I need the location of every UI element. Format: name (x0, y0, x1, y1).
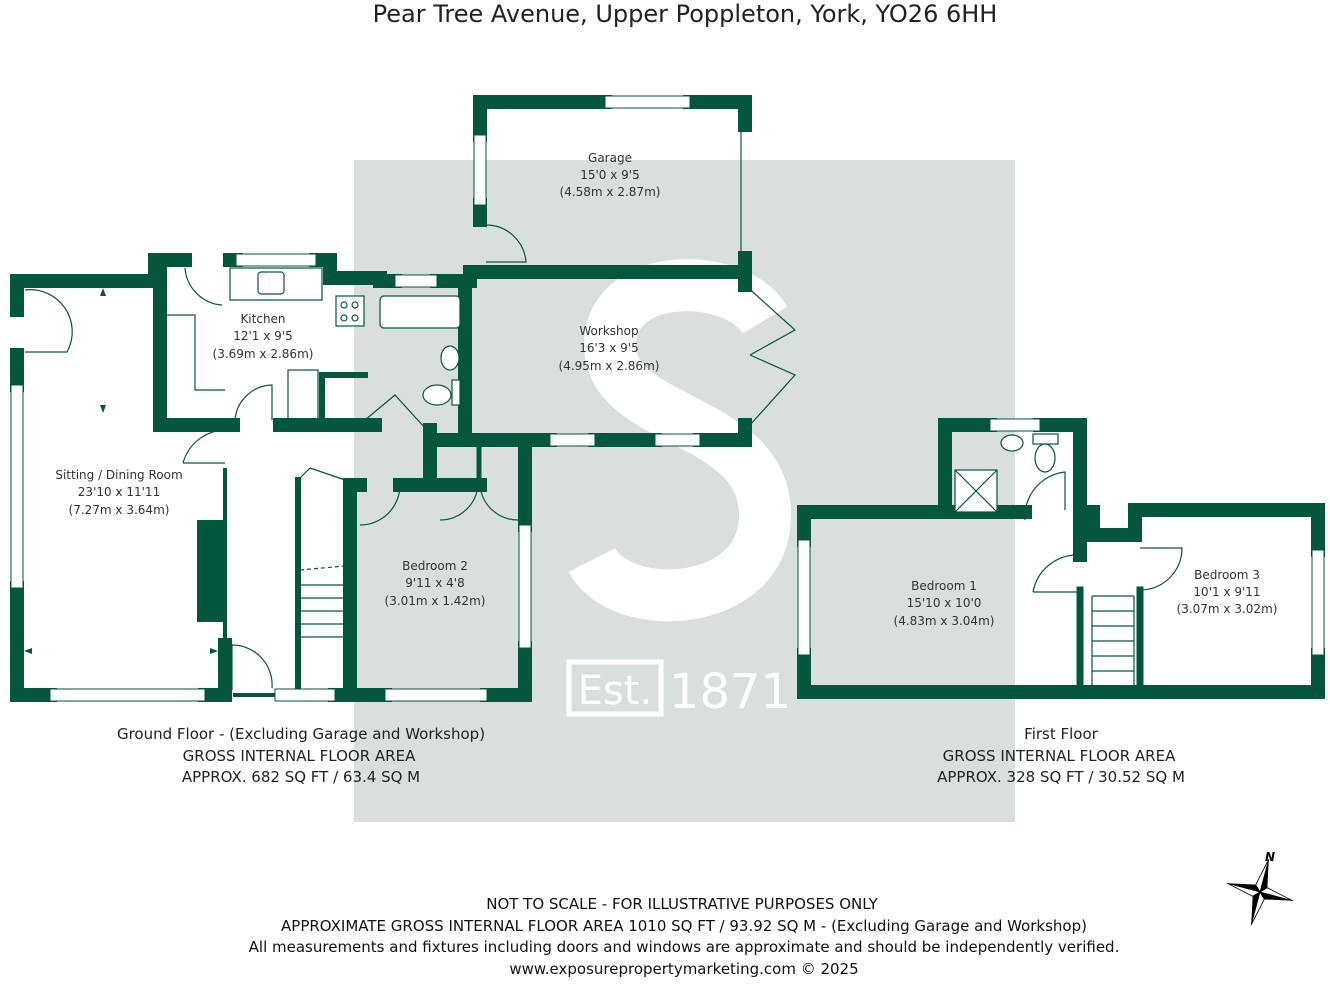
plan-title: Pear Tree Avenue, Upper Poppleton, York,… (373, 0, 998, 28)
room-size-imperial: 15'0 x 9'5 (580, 168, 640, 182)
room-size-metric: (3.69m x 2.86m) (213, 347, 314, 361)
ground-staircase (299, 565, 346, 638)
first-floor-caption: First Floor (1024, 725, 1098, 743)
room-size-metric: (3.01m x 1.42m) (385, 594, 486, 608)
room-size-metric: (7.27m x 3.64m) (69, 503, 170, 517)
footer-line: All measurements and fixtures including … (249, 938, 1120, 956)
first-staircase (1091, 595, 1135, 686)
footer-line: www.exposurepropertymarketing.com © 2025 (509, 960, 858, 978)
room-size-imperial: 23'10 x 11'11 (78, 485, 160, 499)
watermark-est: Est. (578, 668, 653, 714)
room-kitchen: Kitchen 12'1 x 9'5 (3.69m x 2.86m) (213, 312, 314, 361)
footer-notes: NOT TO SCALE - FOR ILLUSTRATIVE PURPOSES… (249, 895, 1120, 978)
room-bedroom-3: Bedroom 3 10'1 x 9'11 (3.07m x 3.02m) (1177, 568, 1278, 616)
room-name: Bedroom 1 (911, 579, 977, 593)
room-size-metric: (4.83m x 3.04m) (894, 614, 995, 628)
room-workshop: Workshop 16'3 x 9'5 (4.95m x 2.86m) (559, 324, 660, 373)
ground-floor-gia-label: GROSS INTERNAL FLOOR AREA (183, 747, 416, 765)
first-floor-walls (797, 418, 1325, 699)
watermark-est-box (566, 659, 664, 717)
watermark-letter-s-logo (568, 259, 792, 622)
compass-north-label: N (1265, 850, 1275, 864)
room-name: Bedroom 3 (1194, 568, 1260, 582)
room-name: Kitchen (240, 312, 285, 326)
room-name: Sitting / Dining Room (55, 468, 182, 482)
ground-floor-walls (10, 95, 752, 702)
footer-line: NOT TO SCALE - FOR ILLUSTRATIVE PURPOSES… (486, 895, 878, 913)
room-size-metric: (4.95m x 2.86m) (559, 359, 660, 373)
room-name: Bedroom 2 (402, 559, 468, 573)
room-bedroom-1: Bedroom 1 15'10 x 10'0 (4.83m x 3.04m) (894, 579, 995, 628)
ground-floor-fixtures (10, 95, 797, 702)
room-size-imperial: 9'11 x 4'8 (405, 576, 465, 590)
first-floor-area: First Floor GROSS INTERNAL FLOOR AREA AP… (937, 725, 1185, 786)
room-sitting-dining: Sitting / Dining Room 23'10 x 11'11 (7.2… (55, 468, 182, 517)
room-size-imperial: 10'1 x 9'11 (1193, 585, 1260, 599)
room-bedroom-2: Bedroom 2 9'11 x 4'8 (3.01m x 1.42m) (385, 559, 486, 608)
ground-floor-gia-value: APPROX. 682 SQ FT / 63.4 SQ M (182, 768, 420, 786)
room-size-metric: (4.58m x 2.87m) (560, 185, 661, 199)
room-name: Workshop (579, 324, 638, 338)
first-floor-gia-value: APPROX. 328 SQ FT / 30.52 SQ M (937, 768, 1185, 786)
room-size-imperial: 16'3 x 9'5 (579, 341, 639, 355)
ground-floor-area: Ground Floor - (Excluding Garage and Wor… (117, 725, 485, 786)
watermark-year: 1871 (669, 664, 791, 720)
room-size-imperial: 12'1 x 9'5 (233, 329, 293, 343)
room-size-imperial: 15'10 x 10'0 (907, 596, 982, 610)
ground-floor-caption: Ground Floor - (Excluding Garage and Wor… (117, 725, 485, 743)
room-name: Garage (588, 151, 632, 165)
room-garage: Garage 15'0 x 9'5 (4.58m x 2.87m) (560, 151, 661, 199)
first-floor-gia-label: GROSS INTERNAL FLOOR AREA (943, 747, 1176, 765)
room-size-metric: (3.07m x 3.02m) (1177, 602, 1278, 616)
compass-icon (1226, 858, 1294, 926)
footer-line: APPROXIMATE GROSS INTERNAL FLOOR AREA 10… (281, 917, 1087, 935)
